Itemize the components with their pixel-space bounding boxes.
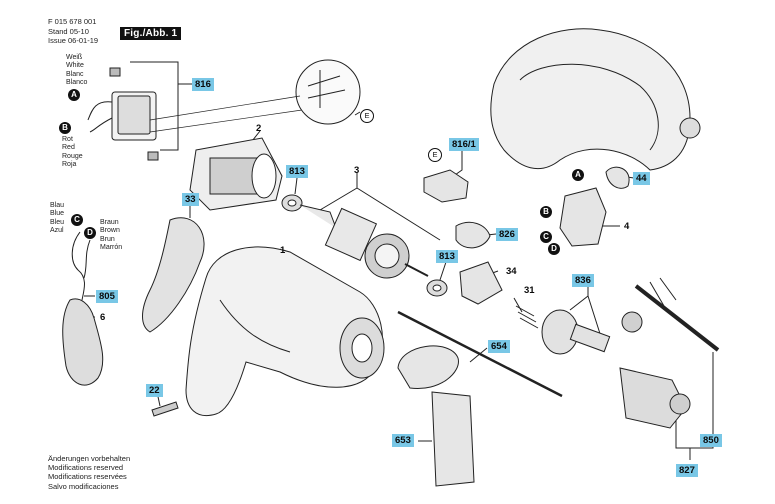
handle-half-drawing bbox=[142, 217, 205, 333]
note-line: Salvo modificaciones bbox=[48, 481, 119, 491]
color-label: Roja bbox=[62, 160, 77, 168]
drill-body-drawing bbox=[185, 246, 385, 416]
color-label: Braun bbox=[100, 219, 119, 226]
leader-813b bbox=[439, 261, 447, 281]
part-label-34: 34 bbox=[506, 266, 517, 277]
part-label-816: 816 bbox=[192, 78, 214, 91]
part-label-826: 826 bbox=[496, 228, 518, 241]
wire-d bbox=[83, 239, 91, 279]
leader-e-motor bbox=[354, 111, 361, 116]
marker-a-right: A bbox=[572, 169, 584, 181]
stand-line: Stand 05-10 bbox=[48, 27, 89, 36]
gear-housing-drawing bbox=[490, 28, 701, 171]
marker-b-left: B bbox=[59, 122, 71, 134]
marker-d-right: D bbox=[548, 243, 560, 255]
leader-654 bbox=[469, 347, 488, 363]
color-label: Marrón bbox=[100, 243, 123, 251]
cable-drawing bbox=[62, 298, 104, 386]
part-label-44: 44 bbox=[633, 172, 650, 185]
part-label-1: 1 bbox=[280, 245, 286, 256]
leader-31 bbox=[513, 297, 523, 313]
color-label: Red bbox=[62, 144, 75, 152]
wire-c bbox=[71, 231, 85, 301]
color-label: Azul bbox=[50, 226, 64, 234]
color-label: Brown bbox=[100, 227, 120, 235]
part-label-653: 653 bbox=[392, 434, 414, 447]
leader-3 bbox=[319, 173, 441, 241]
chuck-drawing bbox=[619, 277, 720, 429]
part-label-813-top: 813 bbox=[286, 165, 308, 178]
wire-colors-white: Weiß White Blanc Blanco bbox=[66, 54, 87, 87]
part-label-3: 3 bbox=[354, 165, 360, 176]
wire-colors-brown: Braun Brown Brun Marrón bbox=[100, 219, 122, 252]
marker-e-detail: E bbox=[360, 109, 374, 123]
note-line: Modifications reserved bbox=[48, 463, 124, 473]
marker-d-left: D bbox=[84, 227, 96, 239]
color-label: Rouge bbox=[62, 152, 83, 160]
part-label-827: 827 bbox=[676, 464, 698, 477]
color-label: Brun bbox=[100, 235, 115, 243]
part-label-22: 22 bbox=[146, 384, 163, 397]
marker-e-brush: E bbox=[428, 148, 442, 162]
part-label-31: 31 bbox=[524, 285, 535, 296]
switch-module-drawing bbox=[87, 67, 159, 161]
part-label-33: 33 bbox=[182, 193, 199, 206]
figure-label: Fig./Abb. 1 bbox=[120, 27, 182, 40]
part-label-4: 4 bbox=[624, 221, 630, 232]
color-label: Bleu bbox=[50, 218, 65, 226]
color-label: White bbox=[66, 62, 84, 70]
part-label-816-1: 816/1 bbox=[449, 138, 479, 151]
note-line: Modifications reservées bbox=[48, 472, 127, 482]
part-label-6: 6 bbox=[100, 312, 106, 323]
wire-colors-blue: Blau Blue Bleu Azul bbox=[50, 202, 64, 235]
color-label: Weiß bbox=[66, 54, 83, 61]
bearings bbox=[281, 194, 448, 297]
color-label: Blue bbox=[50, 210, 65, 218]
part-label-850: 850 bbox=[700, 434, 722, 447]
marker-b-right: B bbox=[540, 206, 552, 218]
modifications-note: Änderungen vorbehalten Modifications res… bbox=[48, 454, 130, 491]
wire-colors-red: Rot Red Rouge Roja bbox=[62, 136, 83, 169]
side-handle-drawing bbox=[397, 310, 563, 487]
doc-number: F 015 678 001 bbox=[48, 17, 97, 26]
part-label-2: 2 bbox=[256, 123, 262, 134]
issue-line: Issue 06-01-19 bbox=[48, 36, 99, 45]
leader-816 bbox=[130, 61, 192, 151]
color-label: Blanc bbox=[66, 70, 84, 78]
brush-parts bbox=[423, 166, 630, 305]
detail-zoom-circle bbox=[149, 59, 361, 133]
color-label: Blanco bbox=[66, 78, 88, 86]
gear-shaft-drawing bbox=[515, 305, 611, 355]
note-line: Änderungen vorbehalten bbox=[48, 454, 131, 463]
armature-drawing bbox=[299, 204, 429, 279]
part-label-813-bottom: 813 bbox=[436, 250, 458, 263]
stator-drawing bbox=[189, 137, 283, 211]
marker-c-right: C bbox=[540, 231, 552, 243]
part-label-805: 805 bbox=[96, 290, 118, 303]
part-label-836: 836 bbox=[572, 274, 594, 287]
part-label-654: 654 bbox=[488, 340, 510, 353]
marker-a-left: A bbox=[68, 89, 80, 101]
screw-drawing bbox=[151, 401, 179, 417]
leader-813a bbox=[294, 177, 298, 195]
marker-c-left: C bbox=[71, 214, 83, 226]
color-label: Rot bbox=[62, 136, 73, 143]
color-label: Blau bbox=[50, 202, 65, 209]
